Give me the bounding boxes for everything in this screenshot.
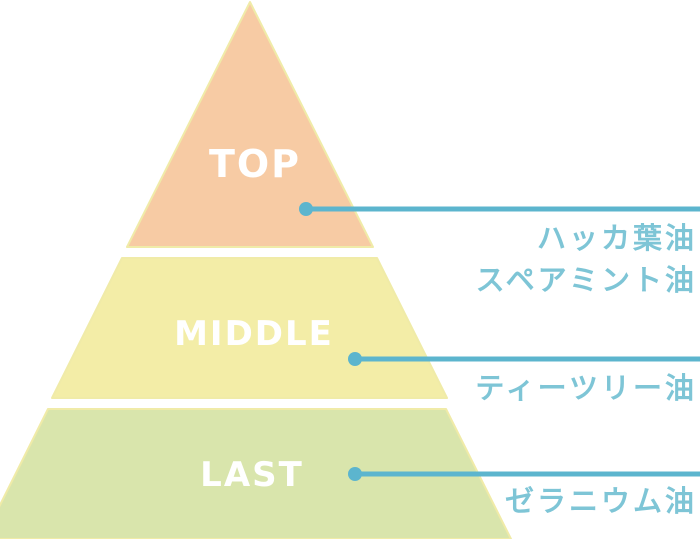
middle-callout-dot bbox=[348, 352, 362, 366]
last-tier-shape bbox=[0, 408, 512, 539]
top-tier-shape bbox=[126, 1, 374, 248]
last-note-oil: ゼラニウム油 bbox=[504, 484, 697, 518]
last-tier-label: LAST bbox=[200, 455, 304, 495]
last-callout-dot bbox=[348, 467, 362, 481]
top-note-oil-line-2: スペアミント油 bbox=[475, 263, 697, 297]
top-tier-label: TOP bbox=[208, 142, 302, 186]
top-callout-dot bbox=[299, 202, 313, 216]
top-note-oil-line-1: ハッカ葉油 bbox=[536, 221, 697, 255]
middle-note-oil: ティーツリー油 bbox=[475, 371, 697, 405]
top-note-oils: ハッカ葉油 スペアミント油 bbox=[476, 217, 697, 301]
middle-tier-shape bbox=[51, 257, 448, 399]
middle-tier-label: MIDDLE bbox=[174, 314, 334, 354]
